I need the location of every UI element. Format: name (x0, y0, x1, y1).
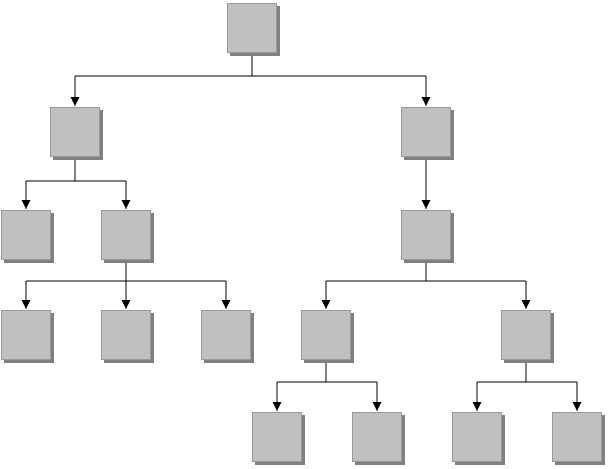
bus-root-arrowhead-2 (421, 97, 431, 106)
level4-node-4[interactable] (552, 412, 602, 462)
bus-level1-left-arrowhead-1 (21, 200, 31, 209)
bus-level3-4-arrowhead-2 (372, 402, 382, 411)
bus-root-arrowhead-1 (70, 97, 80, 106)
level3-node-1[interactable] (1, 310, 51, 360)
level2-node-1[interactable] (1, 210, 51, 260)
bus-level1-left-arrowhead-2 (121, 200, 131, 209)
bus-level2-3-arrowhead-1 (321, 300, 331, 309)
level3-node-5[interactable] (501, 310, 551, 360)
bus-level3-4-arrowhead-1 (272, 402, 282, 411)
level3-node-3[interactable] (201, 310, 251, 360)
bus-level2-2-arrowhead-3 (221, 300, 231, 309)
bus-level3-5-arrowhead-2 (572, 402, 582, 411)
bus-level2-2-arrowhead-2 (121, 300, 131, 309)
level3-node-4[interactable] (301, 310, 351, 360)
arrowhead-group (21, 97, 582, 411)
level2-node-3[interactable] (401, 210, 451, 260)
bus-level2-2-arrowhead-1 (21, 300, 31, 309)
level2-node-2[interactable] (101, 210, 151, 260)
root-node[interactable] (227, 3, 277, 53)
level4-node-1[interactable] (252, 412, 302, 462)
level1-node-left[interactable] (50, 107, 100, 157)
bus-level1-right-arrowhead-1 (421, 200, 431, 209)
bus-level3-5-arrowhead-1 (472, 402, 482, 411)
level4-node-3[interactable] (452, 412, 502, 462)
bus-level2-3-arrowhead-2 (521, 300, 531, 309)
level1-node-right[interactable] (401, 107, 451, 157)
level4-node-2[interactable] (352, 412, 402, 462)
level3-node-2[interactable] (101, 310, 151, 360)
